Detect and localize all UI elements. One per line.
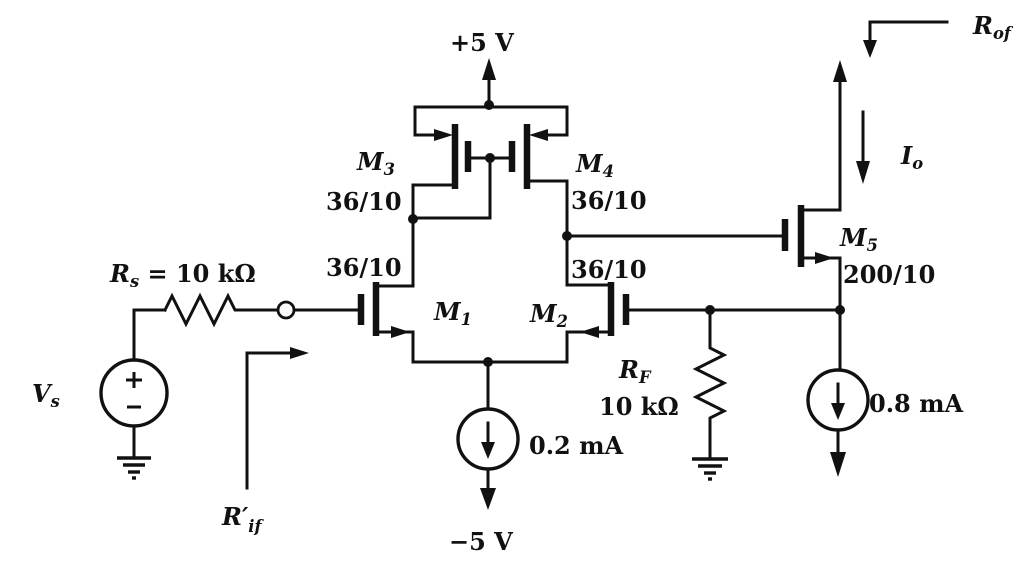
m1-size-label: 36/10 <box>326 253 402 282</box>
rof-down-arrowhead-icon <box>863 40 877 58</box>
rof-bracket-wire <box>868 20 949 44</box>
mirror-gate-tie <box>408 153 495 224</box>
vs-top-lead <box>132 308 167 362</box>
transistor-m3 <box>413 105 492 189</box>
rif-right-arrowhead-icon <box>290 347 309 359</box>
bias-internal-arrowhead-icon <box>831 403 845 420</box>
tail-current-source <box>456 407 520 510</box>
m1-label: M1 <box>433 297 472 329</box>
transistor-m2 <box>565 282 842 364</box>
input-terminal <box>276 300 296 320</box>
ground-symbol-rf <box>692 457 728 481</box>
rif-bracket-wire <box>245 351 294 490</box>
vs-label: Vs <box>32 379 60 411</box>
rif-arrow <box>245 347 309 490</box>
source-network <box>99 292 296 480</box>
m4-label: M4 <box>575 149 614 181</box>
vdd-up-arrowhead-icon <box>482 58 496 80</box>
m3-source-lead <box>413 105 438 137</box>
m4-source-arrowhead-icon <box>529 129 548 141</box>
m4-source-lead <box>544 105 569 137</box>
rf-zigzag <box>692 308 728 460</box>
vdd-supply <box>413 58 569 110</box>
io-arrow <box>856 110 870 184</box>
m3-size-label: 36/10 <box>326 187 402 216</box>
transistor-m4 <box>488 105 569 189</box>
m2-size-label: 36/10 <box>571 255 647 284</box>
tail-bottom-arrowhead-icon <box>480 488 496 510</box>
ground-symbol-vs <box>117 456 151 480</box>
bias-current-label: 0.8 mA <box>869 389 964 418</box>
m5-drain-up-arrowhead-icon <box>833 60 847 82</box>
transistor-m1 <box>292 282 415 364</box>
bias-current-source <box>806 305 870 477</box>
m1-source-lead <box>376 330 415 364</box>
rof-arrow <box>863 20 949 58</box>
vdd-label: +5 V <box>450 28 514 57</box>
m1-source-arrowhead-icon <box>391 326 410 338</box>
m5-label: M5 <box>839 223 878 255</box>
rs-label: Rs = 10 kΩ <box>109 259 256 291</box>
resistor-rf <box>692 305 728 481</box>
io-down-arrowhead-icon <box>856 161 870 184</box>
transistor-m5 <box>781 60 847 312</box>
rif-label: R′if <box>221 502 264 536</box>
io-label: Io <box>900 141 923 173</box>
m5-drain-lead <box>801 76 842 212</box>
mirror-gate-tie-wire <box>411 156 492 220</box>
m5-source-arrowhead-icon <box>815 252 834 264</box>
mirror-output-node <box>562 231 785 241</box>
tail-node <box>411 357 569 411</box>
m3-drain-to-m1-drain-wire <box>376 183 455 288</box>
tail-internal-arrowhead-icon <box>481 442 495 459</box>
bias-bottom-arrowhead-icon <box>830 452 846 477</box>
junction-dot-mirror-gates <box>485 153 495 163</box>
m5-source-lead <box>801 256 842 312</box>
vs-source-circle <box>99 358 169 428</box>
rf-value-label: 10 kΩ <box>599 392 679 421</box>
m5-size-label: 200/10 <box>843 260 935 289</box>
rs-zigzag <box>162 292 280 328</box>
vss-label: −5 V <box>449 527 513 556</box>
m2-label: M2 <box>529 299 568 331</box>
plus-icon <box>126 372 142 388</box>
m2-source-arrowhead-icon <box>580 326 599 338</box>
rf-label: RF <box>618 355 652 387</box>
m3-source-arrowhead-icon <box>434 129 453 141</box>
m4-size-label: 36/10 <box>571 186 647 215</box>
tail-current-label: 0.2 mA <box>529 431 624 460</box>
rof-label: Rof <box>972 11 1014 43</box>
junction-dot-vdd <box>484 100 494 110</box>
m2-source-lead <box>565 330 613 364</box>
m3-label: M3 <box>356 147 395 179</box>
